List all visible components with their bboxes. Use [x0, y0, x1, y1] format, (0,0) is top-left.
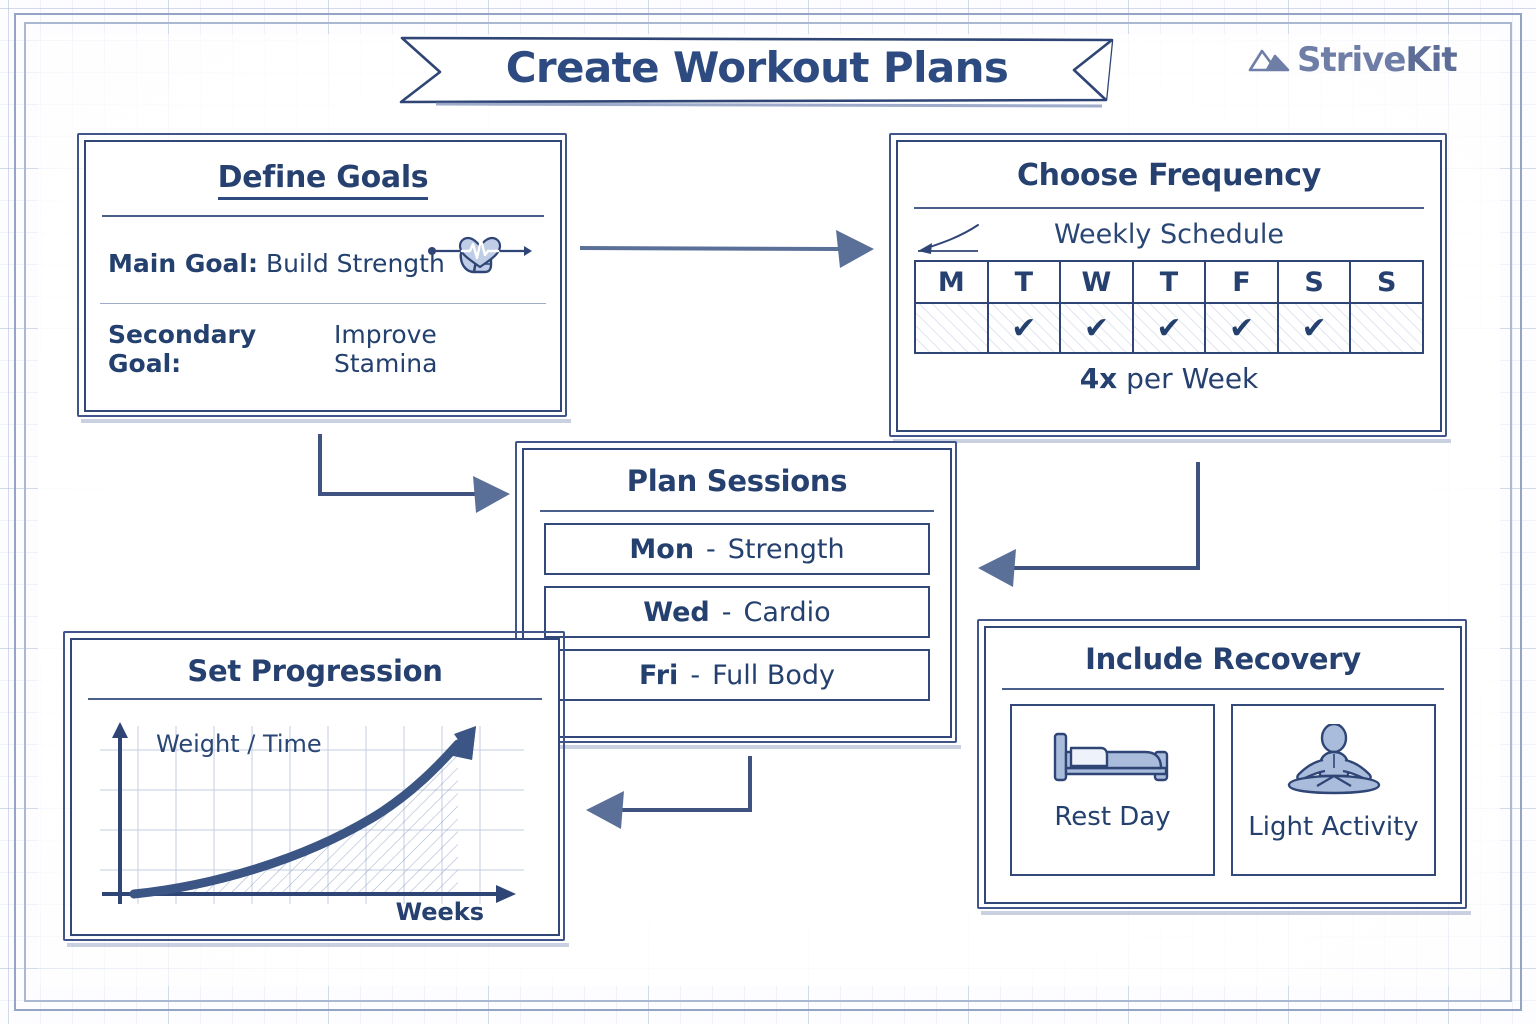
bed-icon [1049, 724, 1177, 790]
weekday-check-cell[interactable]: ✔ [1131, 302, 1207, 354]
main-goal-label: Main Goal: [108, 248, 258, 278]
session-item[interactable]: Fri-Full Body [544, 649, 930, 701]
weekday-check-cell[interactable]: ✔ [1059, 302, 1134, 354]
page-frame-outer [14, 13, 1522, 1011]
check-icon: ✔ [1156, 310, 1182, 346]
brand-name-part2: Kit [1405, 40, 1457, 80]
weekday-check-cell[interactable] [1349, 302, 1424, 354]
page-title: Create Workout Plans [505, 43, 1009, 92]
title-divider [1002, 688, 1444, 690]
title-banner: Create Workout Plans [396, 34, 1118, 108]
session-activity: Cardio [743, 596, 831, 628]
session-separator: - [690, 659, 701, 691]
page-frame-inner [24, 22, 1512, 1002]
session-activity: Full Body [712, 659, 835, 691]
curved-arrow-icon [912, 221, 984, 266]
session-separator: - [721, 596, 732, 628]
weekly-schedule-label: Weekly Schedule [898, 219, 1440, 254]
card-include-recovery[interactable]: Include Recovery Rest Day [977, 619, 1471, 915]
recovery-label: Light Activity [1248, 812, 1419, 842]
chart-curve [129, 739, 463, 899]
chart-area-fill [134, 742, 458, 894]
title-divider [88, 698, 542, 700]
card-title-choose-frequency: Choose Frequency [1016, 158, 1322, 193]
recovery-option-light-activity[interactable]: Light Activity [1231, 704, 1436, 876]
check-icon: ✔ [1301, 310, 1327, 346]
weekday-header-cell: F [1204, 260, 1279, 304]
secondary-goal-value: Improve Stamina [334, 320, 438, 378]
weekday-check-row: ✔ ✔ ✔ ✔ ✔ [914, 302, 1424, 354]
weekday-check-cell[interactable] [914, 302, 989, 354]
card-title-define-goals: Define Goals [86, 160, 560, 200]
card-set-progression[interactable]: Set Progression [63, 631, 569, 947]
y-axis-arrowhead [112, 722, 128, 738]
recovery-options: Rest Day Light Activity [1010, 704, 1436, 876]
heart-pulse-icon [426, 232, 534, 274]
frequency-count: 4x [1079, 362, 1118, 395]
weekday-check-cell[interactable]: ✔ [986, 302, 1062, 354]
title-divider [102, 215, 544, 217]
brand-name-part1: Strive [1297, 40, 1406, 80]
frequency-unit: per Week [1117, 362, 1259, 395]
title-divider [540, 510, 934, 512]
weekday-header-cell: T [1131, 260, 1207, 304]
secondary-goal-label: Secondary Goal: [108, 320, 257, 378]
y-axis-label: Weight / Time [156, 730, 322, 758]
session-day: Mon [629, 533, 695, 565]
session-separator: - [706, 533, 716, 565]
brand-name: StriveKit [1297, 40, 1458, 80]
check-icon: ✔ [1083, 310, 1109, 346]
brand-logo: StriveKit [1247, 40, 1458, 80]
recovery-label: Rest Day [1054, 802, 1171, 832]
weekday-check-cell[interactable]: ✔ [1276, 302, 1352, 354]
weekday-header-cell: W [1059, 260, 1134, 304]
goal-separator [100, 303, 546, 304]
weekday-header-cell: S [1276, 260, 1352, 304]
mountain-icon [1248, 49, 1290, 72]
check-icon: ✔ [1228, 310, 1255, 346]
session-day: Fri [639, 659, 679, 691]
session-activity: Strength [727, 533, 845, 565]
card-define-goals[interactable]: Define Goals Main Goal: Build Strength S… [77, 133, 571, 423]
card-title-set-progression: Set Progression [187, 654, 443, 688]
banner-ribbon-shape [399, 36, 1114, 108]
weekday-header-cell: S [1349, 260, 1424, 304]
main-goal-value: Build Strength [265, 248, 445, 278]
weekday-header-cell: T [986, 260, 1062, 304]
session-item[interactable]: Wed-Cardio [544, 586, 930, 638]
x-axis-label: Weeks [395, 898, 484, 926]
title-divider [914, 207, 1424, 209]
session-item[interactable]: Mon-Strength [544, 523, 930, 575]
meditation-icon [1275, 722, 1393, 800]
card-title-plan-sessions: Plan Sessions [626, 464, 848, 498]
frequency-summary: 4x per Week [898, 362, 1440, 395]
main-goal-row: Main Goal: Build Strength [86, 239, 560, 287]
check-icon: ✔ [1011, 310, 1037, 346]
weekday-header-cell: M [914, 260, 989, 304]
progression-chart-svg [100, 722, 524, 904]
card-title-include-recovery: Include Recovery [1085, 642, 1361, 676]
x-axis-arrowhead [496, 885, 516, 903]
secondary-goal-row: Secondary Goal: Improve Stamina [86, 320, 560, 378]
recovery-option-rest-day[interactable]: Rest Day [1010, 704, 1215, 876]
progression-chart: Weight / Time Weeks [72, 708, 558, 934]
session-day: Wed [643, 596, 710, 628]
weekday-check-cell[interactable]: ✔ [1204, 302, 1279, 354]
